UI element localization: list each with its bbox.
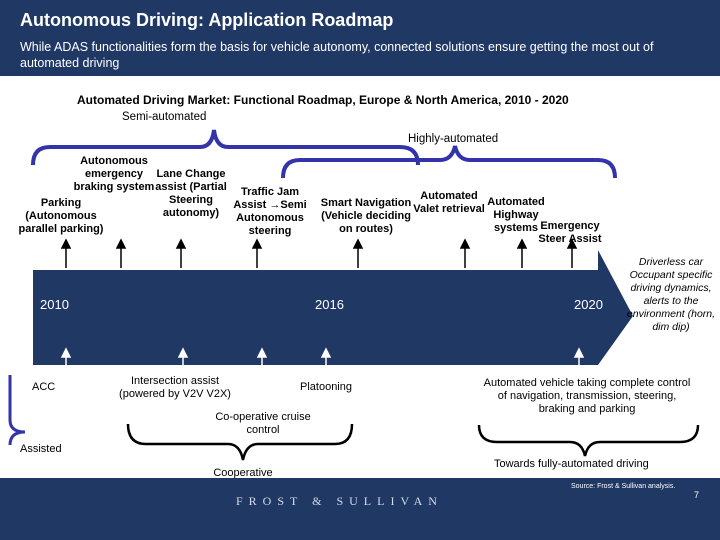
page-subtitle: While ADAS functionalities form the basi…: [20, 40, 654, 70]
assisted-label: Assisted: [20, 443, 62, 455]
driverless-car-note: Driverless car Occupant specific driving…: [626, 256, 716, 333]
year-label: 2010: [40, 297, 69, 312]
function-acc: ACC: [32, 381, 56, 393]
function-intersection-assist: Intersection assist (powered by V2V V2X): [119, 375, 231, 400]
function-lane-change: Lane Change assist (Partial Steering aut…: [155, 168, 227, 219]
cooperative-driving-bracket: [126, 423, 354, 461]
function-emergency-braking: Autonomous emergency braking system: [73, 155, 155, 193]
function-emergency-steer-assist: Emergency Steer Assist: [538, 220, 602, 245]
roadmap-heading: Automated Driving Market: Functional Roa…: [77, 93, 569, 107]
function-traffic-jam-assist: Traffic Jam Assist →Semi Autonomous stee…: [233, 186, 307, 237]
source-note: Source: Frost & Sullivan analysis.: [571, 483, 676, 490]
page-title: Autonomous Driving: Application Roadmap: [20, 10, 394, 30]
page-number: 7: [694, 490, 700, 500]
function-full-control: Automated vehicle taking complete contro…: [483, 377, 691, 415]
highly-automated-bracket: [281, 145, 617, 179]
semi-automated-label: Semi-automated: [122, 111, 207, 123]
brand-logo: FROST & SULLIVAN: [236, 494, 443, 508]
function-highway-systems: Automated Highway systems: [487, 196, 545, 234]
function-parking: Parking (Autonomous parallel parking): [18, 197, 104, 235]
function-cooperative-cruise: Co-operative cruise control: [215, 411, 311, 436]
function-valet-retrieval: Automated Valet retrieval: [413, 190, 485, 215]
year-label: 2020: [574, 297, 603, 312]
assisted-bracket: [8, 374, 26, 446]
highly-automated-label: Highly-automated: [408, 133, 499, 145]
towards-fully-automated-label: Towards fully-automated driving: [494, 458, 649, 470]
timeline-arrow: [33, 250, 633, 365]
year-label: 2016: [315, 297, 344, 312]
footer-bar: [0, 478, 720, 540]
semi-automated-bracket: [31, 129, 420, 166]
header-bar: [0, 0, 720, 76]
function-smart-navigation: Smart Navigation (Vehicle deciding on ro…: [320, 197, 412, 235]
function-platooning: Platooning: [300, 381, 352, 393]
fully-automated-bracket: [477, 424, 700, 457]
